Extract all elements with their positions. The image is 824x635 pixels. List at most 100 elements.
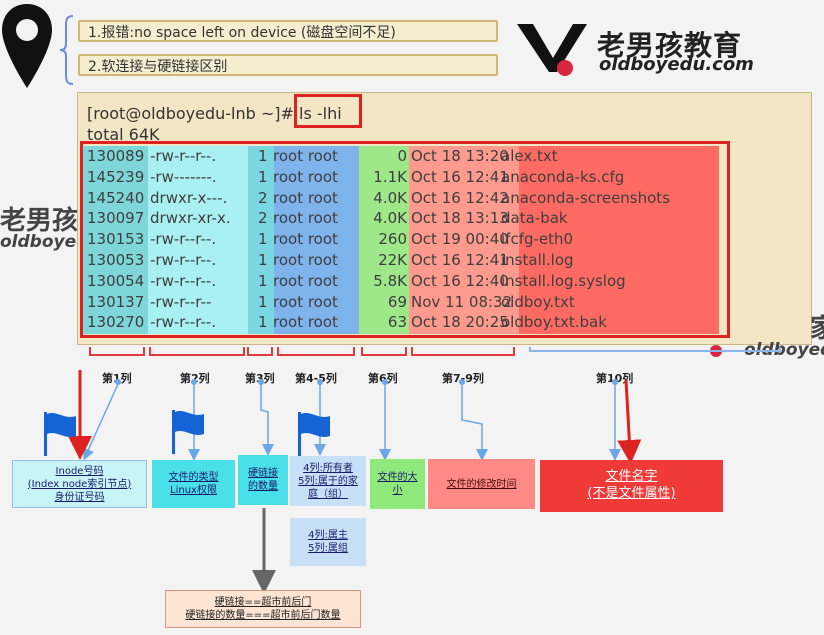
inode-line-2: (Index node索引节点) [27, 478, 132, 490]
cell-owner: root root [273, 209, 338, 228]
hardlink-line-2: 硬链接的数量===超市前后门数量 [185, 610, 341, 621]
type-line-2: Linux权限 [170, 485, 217, 496]
cell-inode: 130053 [87, 251, 145, 269]
cell-perm: -rw-r--r--. [150, 147, 217, 165]
column-label-7-9: 第7-9列 [442, 372, 484, 385]
cell-owner: root root [273, 271, 338, 290]
cell-name: alex.txt [501, 147, 558, 165]
cell-size: 4.0K [373, 209, 407, 228]
owner-line-1: 4列:所有者 [303, 462, 353, 474]
connector-col-1 [82, 383, 119, 461]
owner-short-line-2: 5列:属组 [308, 543, 348, 554]
location-pin-icon [2, 4, 52, 88]
cell-date: Oct 18 13:13 [411, 209, 509, 228]
cell-name: ifcfg-eth0 [501, 230, 574, 249]
command-text: ls -lhi [299, 104, 342, 123]
owner-line-3: 庭（组） [308, 488, 348, 500]
cell-owner: root root [273, 313, 338, 332]
red-arrow-name [617, 379, 642, 464]
cell-owner: root root [273, 230, 338, 249]
name-line-1: 文件名字 [605, 469, 658, 485]
watermark-left-en: oldboyed [0, 232, 89, 252]
terminal-prompt: [root@oldboyedu-lnb ~]# ls -lhi [87, 104, 342, 123]
inode-annotation-box: Inode号码 (Index node索引节点) 身份证号码 [12, 460, 147, 508]
connector-col-3 [260, 384, 274, 456]
cell-links: 2 [258, 209, 268, 228]
cell-owner: root root [273, 292, 338, 311]
column-label-1: 第1列 [102, 372, 132, 385]
cell-links: 2 [258, 188, 268, 207]
cell-inode: 130137 [87, 292, 145, 311]
cell-perm: -rw-r--r--. [150, 251, 217, 269]
cell-perm: -rw-r--r--. [150, 271, 217, 290]
mtime-annotation-box: 文件的修改时间 [428, 459, 535, 509]
cell-name: oldboy.txt.bak [501, 313, 607, 332]
cell-date: Nov 11 08:32 [411, 292, 513, 311]
brand-name-cn: 老男孩教育 [597, 29, 743, 62]
cell-links: 1 [258, 271, 268, 290]
total-size: total 64K [87, 125, 160, 144]
cell-name: oldboy.txt [501, 292, 575, 311]
column-7-9-highlight [409, 146, 519, 334]
cell-name: anaconda-screenshots [501, 188, 671, 207]
cell-owner: root root [273, 251, 338, 269]
cell-name: install.log.syslog [501, 271, 626, 290]
cell-date: Oct 16 12:41 [411, 251, 509, 269]
note-disk-full: 1.报错:no space left on device (磁盘空间不足) [78, 20, 498, 42]
flag-icon [172, 410, 204, 454]
cell-date: Oct 16 12:41 [411, 167, 509, 186]
bracket-col-6 [361, 347, 407, 356]
hardlink-count-annotation-box: 硬链接 的数量 [238, 455, 288, 505]
file-size-annotation-box: 文件的大 小 [370, 459, 425, 509]
watermark-right-en: oldboyedu [744, 340, 824, 360]
cell-perm: -rw-r--r--. [150, 313, 217, 332]
owner-short-annotation-box: 4列:属主 5列:属组 [290, 518, 366, 566]
bracket-col-3 [247, 347, 273, 356]
owner-group-annotation-box: 4列:所有者 5列:属于的家 庭（组） [290, 456, 366, 506]
inode-line-3: 身份证号码 [54, 491, 105, 503]
cell-inode: 130153 [87, 230, 145, 249]
cell-owner: root root [273, 147, 338, 165]
type-line-1: 文件的类型 [168, 472, 219, 483]
column-label-2: 第2列 [180, 372, 210, 385]
cell-size: 22K [378, 251, 407, 269]
cell-inode: 145239 [87, 167, 145, 186]
links-line-2: 的数量 [248, 481, 278, 492]
cell-links: 1 [258, 230, 268, 249]
cell-owner: root root [273, 188, 338, 207]
connector-col-7-9 [461, 384, 488, 461]
file-type-annotation-box: 文件的类型 Linux权限 [152, 460, 235, 508]
cell-name: install.log [501, 251, 574, 269]
note-link-difference: 2.软连接与硬链接区别 [78, 54, 498, 76]
oldboyedu-logo-icon [517, 24, 587, 76]
listing-highlight-box [80, 141, 730, 338]
column-label-10: 第10列 [596, 372, 634, 385]
owner-short-line-1: 4列:属主 [308, 530, 348, 541]
cell-size: 0 [397, 147, 407, 165]
hardlink-analogy-box: 硬链接==超市前后门 硬链接的数量===超市前后门数量 [165, 590, 361, 628]
bracket-col-1 [89, 347, 145, 356]
cell-date: Oct 18 20:25 [411, 313, 509, 332]
cell-perm: drwxr-x---. [150, 188, 228, 207]
prompt-text: [root@oldboyedu-lnb ~]# [87, 104, 294, 123]
flag-icon [44, 412, 76, 456]
command-highlight-box [294, 94, 362, 128]
column-2-highlight [148, 146, 248, 334]
cell-perm: -rw-r--r-- [150, 292, 212, 311]
cell-inode: 130270 [87, 313, 145, 332]
cell-inode: 145240 [87, 188, 145, 207]
column-brackets [89, 347, 781, 356]
cell-inode: 130097 [87, 209, 145, 228]
cell-links: 1 [258, 251, 268, 269]
cell-size: 63 [387, 313, 407, 332]
watermark-right-cn: 家 [810, 314, 824, 344]
cell-size: 260 [378, 230, 407, 249]
column-label-3: 第3列 [245, 372, 275, 385]
flag-icon [298, 412, 330, 456]
column-1-highlight [83, 146, 148, 334]
bracket-col-7-9 [411, 347, 515, 356]
size-line-2: 小 [392, 485, 403, 496]
cell-size: 1.1K [373, 167, 407, 186]
size-line-1: 文件的大 [377, 472, 418, 483]
hardlink-line-1: 硬链接==超市前后门 [214, 597, 312, 608]
